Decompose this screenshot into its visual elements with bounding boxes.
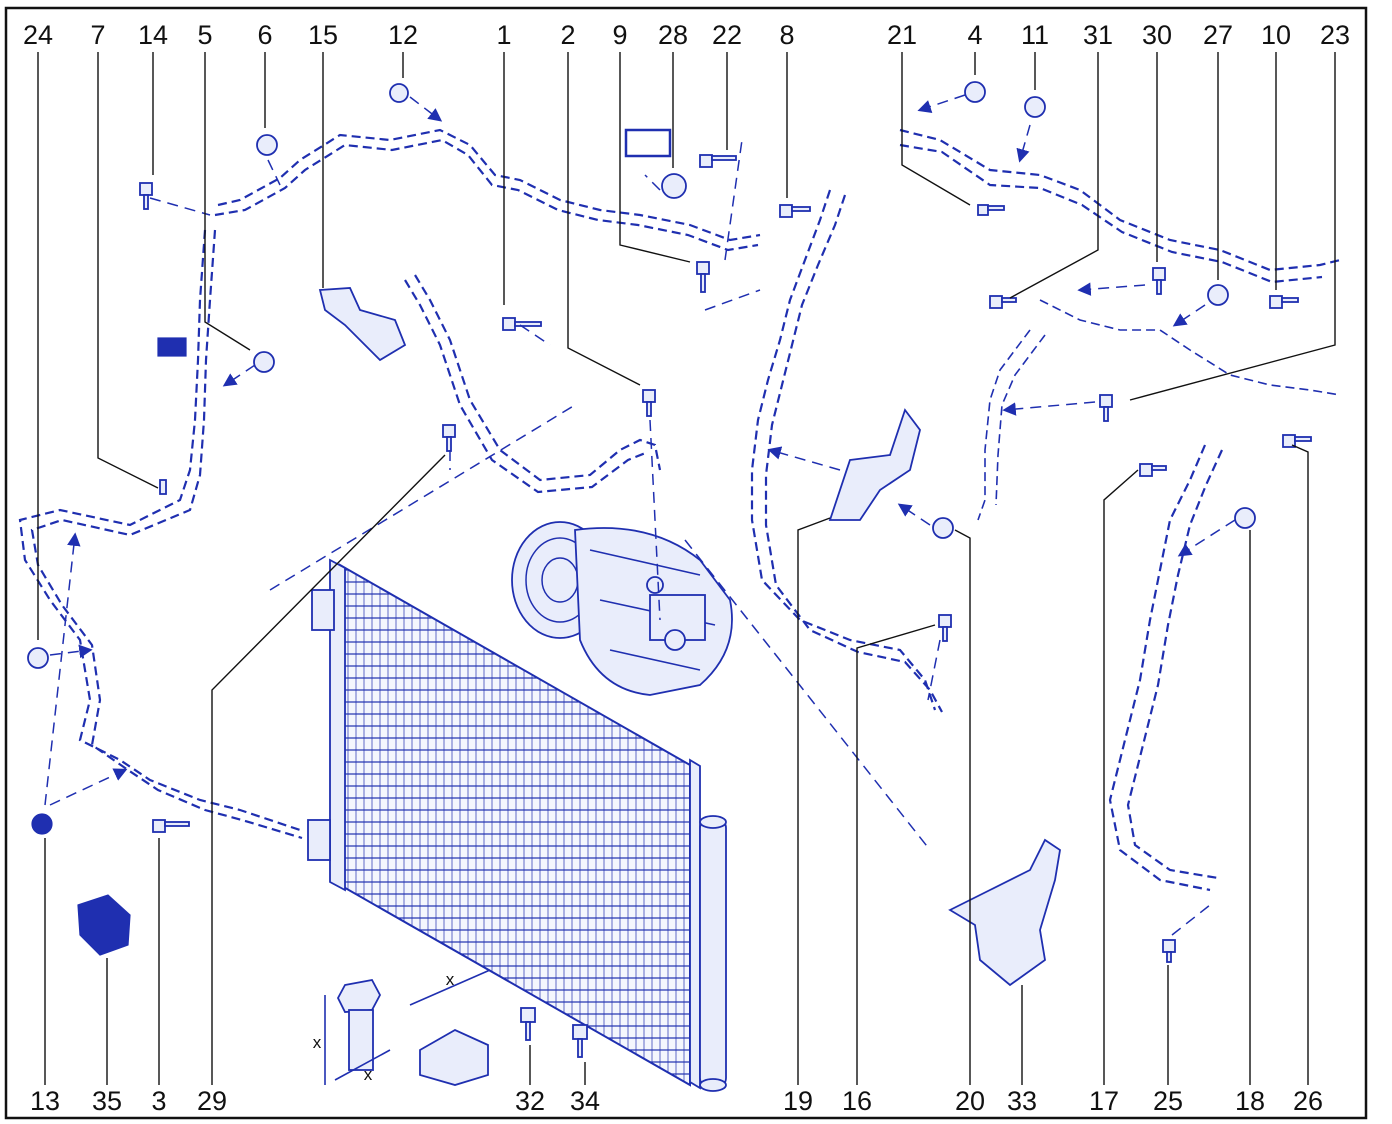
callout-number: 10 <box>1261 20 1291 50</box>
nut-24 <box>27 647 49 669</box>
nut-11 <box>1024 96 1046 118</box>
bracket-19 <box>828 408 921 521</box>
callout-number: 2 <box>560 20 575 50</box>
callout-number: 20 <box>955 1086 985 1116</box>
callout-number: 31 <box>1083 20 1113 50</box>
bracket-33 <box>948 838 1061 987</box>
callout-number: 3 <box>151 1086 166 1116</box>
dimension-label: x <box>446 970 455 989</box>
callout-number: 35 <box>92 1086 122 1116</box>
callout-number: 22 <box>712 20 742 50</box>
nut-5 <box>253 351 275 373</box>
callouts-bottom: 13 35 3 29 32 34 19 16 20 33 17 25 18 26 <box>30 1086 1323 1116</box>
callout-number: 32 <box>515 1086 545 1116</box>
compressor <box>511 521 733 696</box>
callout-number: 7 <box>90 20 105 50</box>
callout-number: 17 <box>1089 1086 1119 1116</box>
callout-number: 27 <box>1203 20 1233 50</box>
callout-number: 30 <box>1142 20 1172 50</box>
callout-number: 15 <box>308 20 338 50</box>
dimension-label: x <box>313 1033 322 1052</box>
nut-4 <box>964 81 986 103</box>
callout-number: 18 <box>1235 1086 1265 1116</box>
diagram-frame <box>4 6 1368 1120</box>
nut-20 <box>932 517 954 539</box>
bracket-15 <box>318 287 407 362</box>
gasket-28 <box>624 128 672 158</box>
callout-number: 6 <box>257 20 272 50</box>
callout-number: 9 <box>612 20 627 50</box>
small-parts <box>27 81 1312 1086</box>
callout-number: 8 <box>779 20 794 50</box>
callout-number: 33 <box>1007 1086 1037 1116</box>
callout-number: 5 <box>197 20 212 50</box>
dimension-bolt <box>324 969 491 1086</box>
callout-number: 1 <box>496 20 511 50</box>
callout-number: 21 <box>887 20 917 50</box>
nut-12 <box>389 83 409 103</box>
callout-number: 25 <box>1153 1086 1183 1116</box>
callout-number: 19 <box>783 1086 813 1116</box>
callout-number: 28 <box>658 20 688 50</box>
callout-number: 14 <box>138 20 168 50</box>
callout-number: 13 <box>30 1086 60 1116</box>
callout-number: 12 <box>388 20 418 50</box>
callout-number: 26 <box>1293 1086 1323 1116</box>
callout-number: 11 <box>1021 20 1049 50</box>
callout-number: 24 <box>23 20 53 50</box>
pressure-switch-35 <box>77 894 131 956</box>
pipes <box>18 128 1341 892</box>
callout-number: 29 <box>197 1086 227 1116</box>
assembly-arrows <box>44 94 1236 936</box>
callout-number: 23 <box>1320 20 1350 50</box>
dimension-labels: x x x <box>313 970 455 1084</box>
callout-number: 16 <box>842 1086 872 1116</box>
sensor-13 <box>31 813 53 835</box>
callout-number: 34 <box>570 1086 600 1116</box>
nut-18 <box>1234 507 1256 529</box>
dimension-label: x <box>364 1065 373 1084</box>
condenser <box>307 558 727 1092</box>
nut-27 <box>1207 284 1229 306</box>
leader-lines <box>37 52 1336 1085</box>
callout-number: 4 <box>967 20 982 50</box>
nut-6 <box>256 134 278 156</box>
callouts-top: 24 7 14 5 6 15 12 1 2 9 28 22 8 21 4 11 … <box>23 20 1350 50</box>
